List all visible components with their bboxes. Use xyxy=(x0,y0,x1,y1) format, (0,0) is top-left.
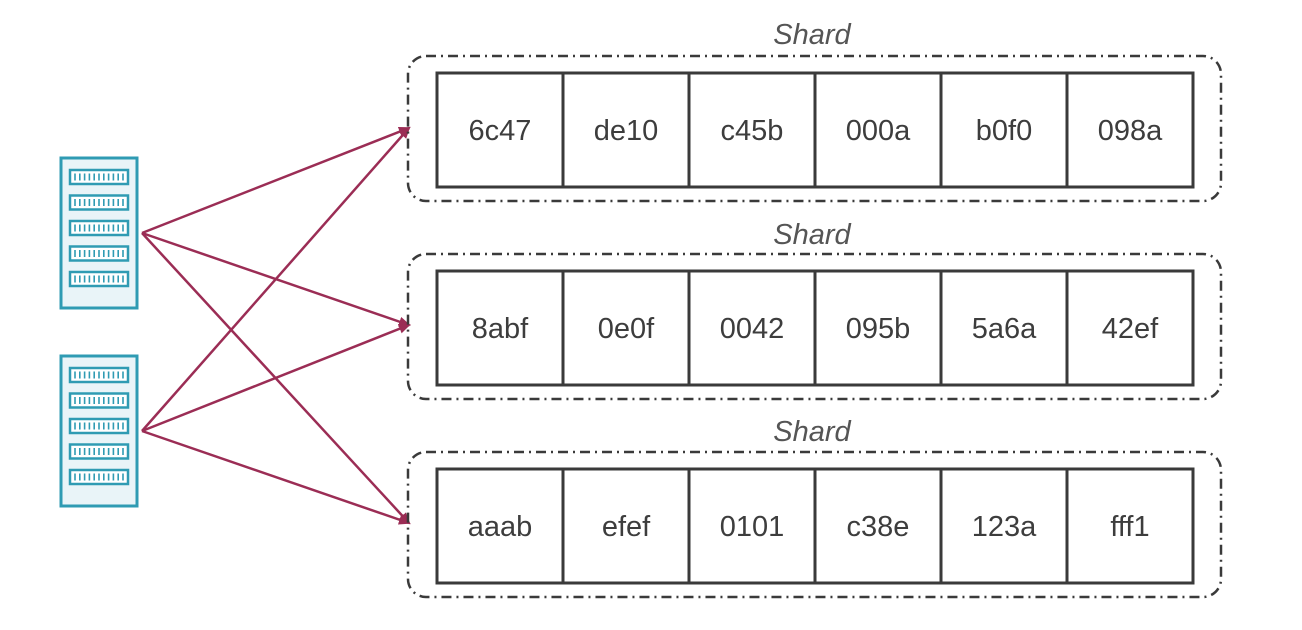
connection-arrow xyxy=(141,126,411,235)
cell-key: 0e0f xyxy=(598,313,655,345)
cell-box xyxy=(1065,71,1195,189)
cell-box xyxy=(1065,467,1195,585)
shard-cell: c38e xyxy=(813,467,943,585)
cell-key: aaab xyxy=(468,511,533,543)
shard-cell: 0e0f xyxy=(561,269,691,387)
cell-box xyxy=(939,269,1069,387)
shard-cell: b0f0 xyxy=(939,71,1069,189)
shard-cell: 5a6a xyxy=(939,269,1069,387)
cell-box xyxy=(813,467,943,585)
shard-label: Shard xyxy=(773,19,851,51)
shard-cell: 8abf xyxy=(435,269,565,387)
cell-box xyxy=(561,467,691,585)
shard-0: Shard 6c47 de10 c45b 000a b0f0 098a xyxy=(406,19,1223,203)
cell-box xyxy=(939,71,1069,189)
connection-arrow xyxy=(141,323,411,433)
cell-key: 000a xyxy=(846,115,911,147)
cell-key: fff1 xyxy=(1110,511,1149,543)
cell-key: 5a6a xyxy=(972,313,1037,345)
cell-key: c38e xyxy=(847,511,910,543)
shard-label: Shard xyxy=(773,219,851,251)
shard-label: Shard xyxy=(773,416,851,448)
cell-key: efef xyxy=(602,511,651,543)
shard-cell: 0042 xyxy=(687,269,817,387)
cell-box xyxy=(435,269,565,387)
cell-box xyxy=(813,269,943,387)
connection-arrows xyxy=(141,126,411,525)
shard-cell: efef xyxy=(561,467,691,585)
shard-cell: 000a xyxy=(813,71,943,189)
cell-key: 0101 xyxy=(720,511,785,543)
cell-key: de10 xyxy=(594,115,659,147)
cell-box xyxy=(435,467,565,585)
cell-key: 123a xyxy=(972,511,1037,543)
shard-2: Shard aaab efef 0101 c38e 123a fff1 xyxy=(406,416,1223,599)
shard-cell: 0101 xyxy=(687,467,817,585)
cell-box xyxy=(561,71,691,189)
cell-key: 098a xyxy=(1098,115,1163,147)
shard-cells: aaab efef 0101 c38e 123a fff1 xyxy=(435,467,1195,585)
cell-box xyxy=(687,467,817,585)
shard-cells: 8abf 0e0f 0042 095b 5a6a 42ef xyxy=(435,269,1195,387)
server-rack-icon xyxy=(59,354,139,508)
cell-key: 0042 xyxy=(720,313,785,345)
connection-arrow xyxy=(141,429,411,525)
server-rack-icon xyxy=(59,156,139,310)
shard-border xyxy=(406,252,1223,401)
cell-key: 8abf xyxy=(472,313,529,345)
shard-cell: fff1 xyxy=(1065,467,1195,585)
cell-key: c45b xyxy=(721,115,784,147)
cell-box xyxy=(813,71,943,189)
shard-cell: c45b xyxy=(687,71,817,189)
shard-cells: 6c47 de10 c45b 000a b0f0 098a xyxy=(435,71,1195,189)
connection-arrow xyxy=(141,126,411,432)
shard-border xyxy=(406,450,1223,599)
cell-box xyxy=(1065,269,1195,387)
shard-cell: aaab xyxy=(435,467,565,585)
shard-cell: de10 xyxy=(561,71,691,189)
shard-cell: 42ef xyxy=(1065,269,1195,387)
shard-cell: 098a xyxy=(1065,71,1195,189)
shard-1: Shard 8abf 0e0f 0042 095b 5a6a 42ef xyxy=(406,219,1223,401)
cell-key: 42ef xyxy=(1102,313,1159,345)
shard-cell: 095b xyxy=(813,269,943,387)
shard-cell: 123a xyxy=(939,467,1069,585)
cell-key: 095b xyxy=(846,313,911,345)
shard-border xyxy=(406,54,1223,203)
cell-key: b0f0 xyxy=(976,115,1032,147)
shard-cell: 6c47 xyxy=(435,71,565,189)
cell-box xyxy=(687,269,817,387)
cell-key: 6c47 xyxy=(469,115,532,147)
cell-box xyxy=(561,269,691,387)
servers xyxy=(59,156,139,508)
